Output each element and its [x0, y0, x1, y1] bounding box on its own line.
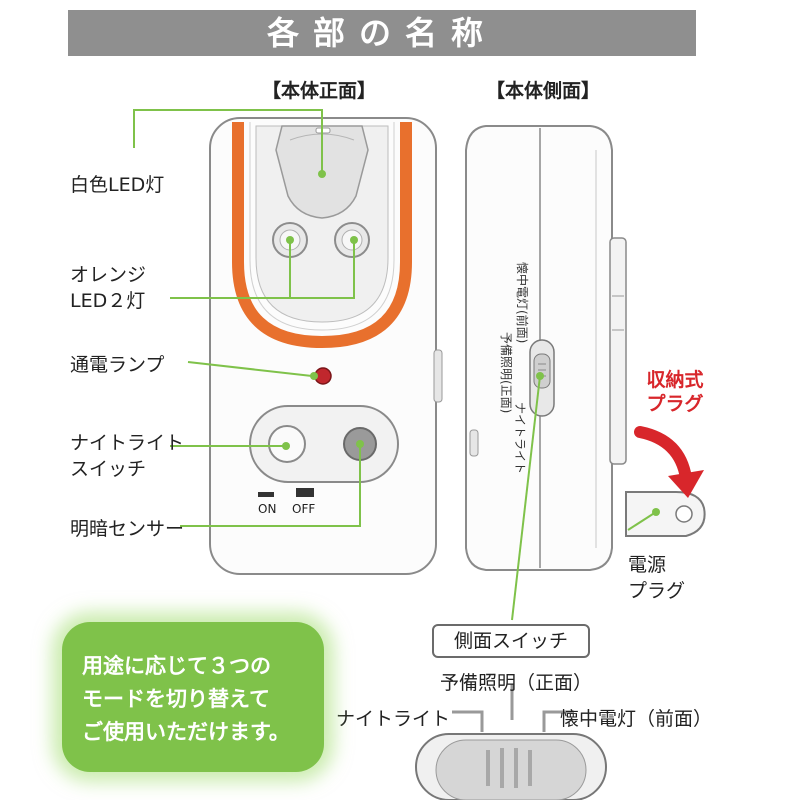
off-mark [296, 488, 314, 497]
night-switch-label-2: スイッチ [70, 458, 147, 480]
white-led-label: 白色LED灯 [70, 174, 165, 196]
retract-arrow-icon [634, 426, 692, 484]
orange-led-label-1: オレンジ [70, 264, 147, 286]
on-mark [258, 492, 274, 497]
mode-note-box [62, 622, 324, 772]
mode-note-text: 用途に応じて３つの モードを切り替えて ご使用いただけます。 [82, 650, 312, 749]
mode-right-label: 懐中電灯（前面） [560, 708, 713, 730]
side-mode-top-label: 懐中電灯(前面) [515, 262, 530, 343]
power-plug-label-2: プラグ [628, 580, 686, 602]
mode-left-label: ナイトライト [336, 708, 451, 730]
mode-note-line2: モードを切り替えて [82, 687, 270, 711]
power-plug [625, 491, 706, 537]
night-switch-label-1: ナイトライト [70, 432, 185, 454]
title-bar [68, 10, 696, 56]
power-lamp-label: 通電ランプ [70, 354, 165, 376]
side-switch-title: 側面スイッチ [432, 624, 590, 658]
mode-note-line1: 用途に応じて３つの [82, 654, 271, 678]
on-label: ON [258, 502, 277, 516]
retractable-plug-callout-line1: 収納式 [646, 369, 704, 391]
side-mode-bottom-label: ナイトライト [513, 402, 527, 474]
light-sensor-label: 明暗センサー [70, 518, 185, 540]
mode-center-label: 予備照明（正面） [440, 672, 593, 694]
front-section-heading: 【本体正面】 [262, 80, 377, 102]
orange-led-label-2: LED２灯 [70, 290, 146, 312]
mode-note-line3: ご使用いただけます。 [82, 720, 290, 744]
retractable-plug-callout: 収納式 プラグ [630, 368, 720, 416]
side-section-heading: 【本体側面】 [486, 80, 601, 102]
page-title: 各部の名称 [266, 14, 497, 52]
side-mode-mid-label: 予備照明(正面) [499, 332, 514, 413]
retractable-plug-callout-line2: プラグ [646, 393, 704, 415]
off-label: OFF [292, 502, 316, 516]
power-plug-label-1: 電源 [628, 554, 667, 576]
